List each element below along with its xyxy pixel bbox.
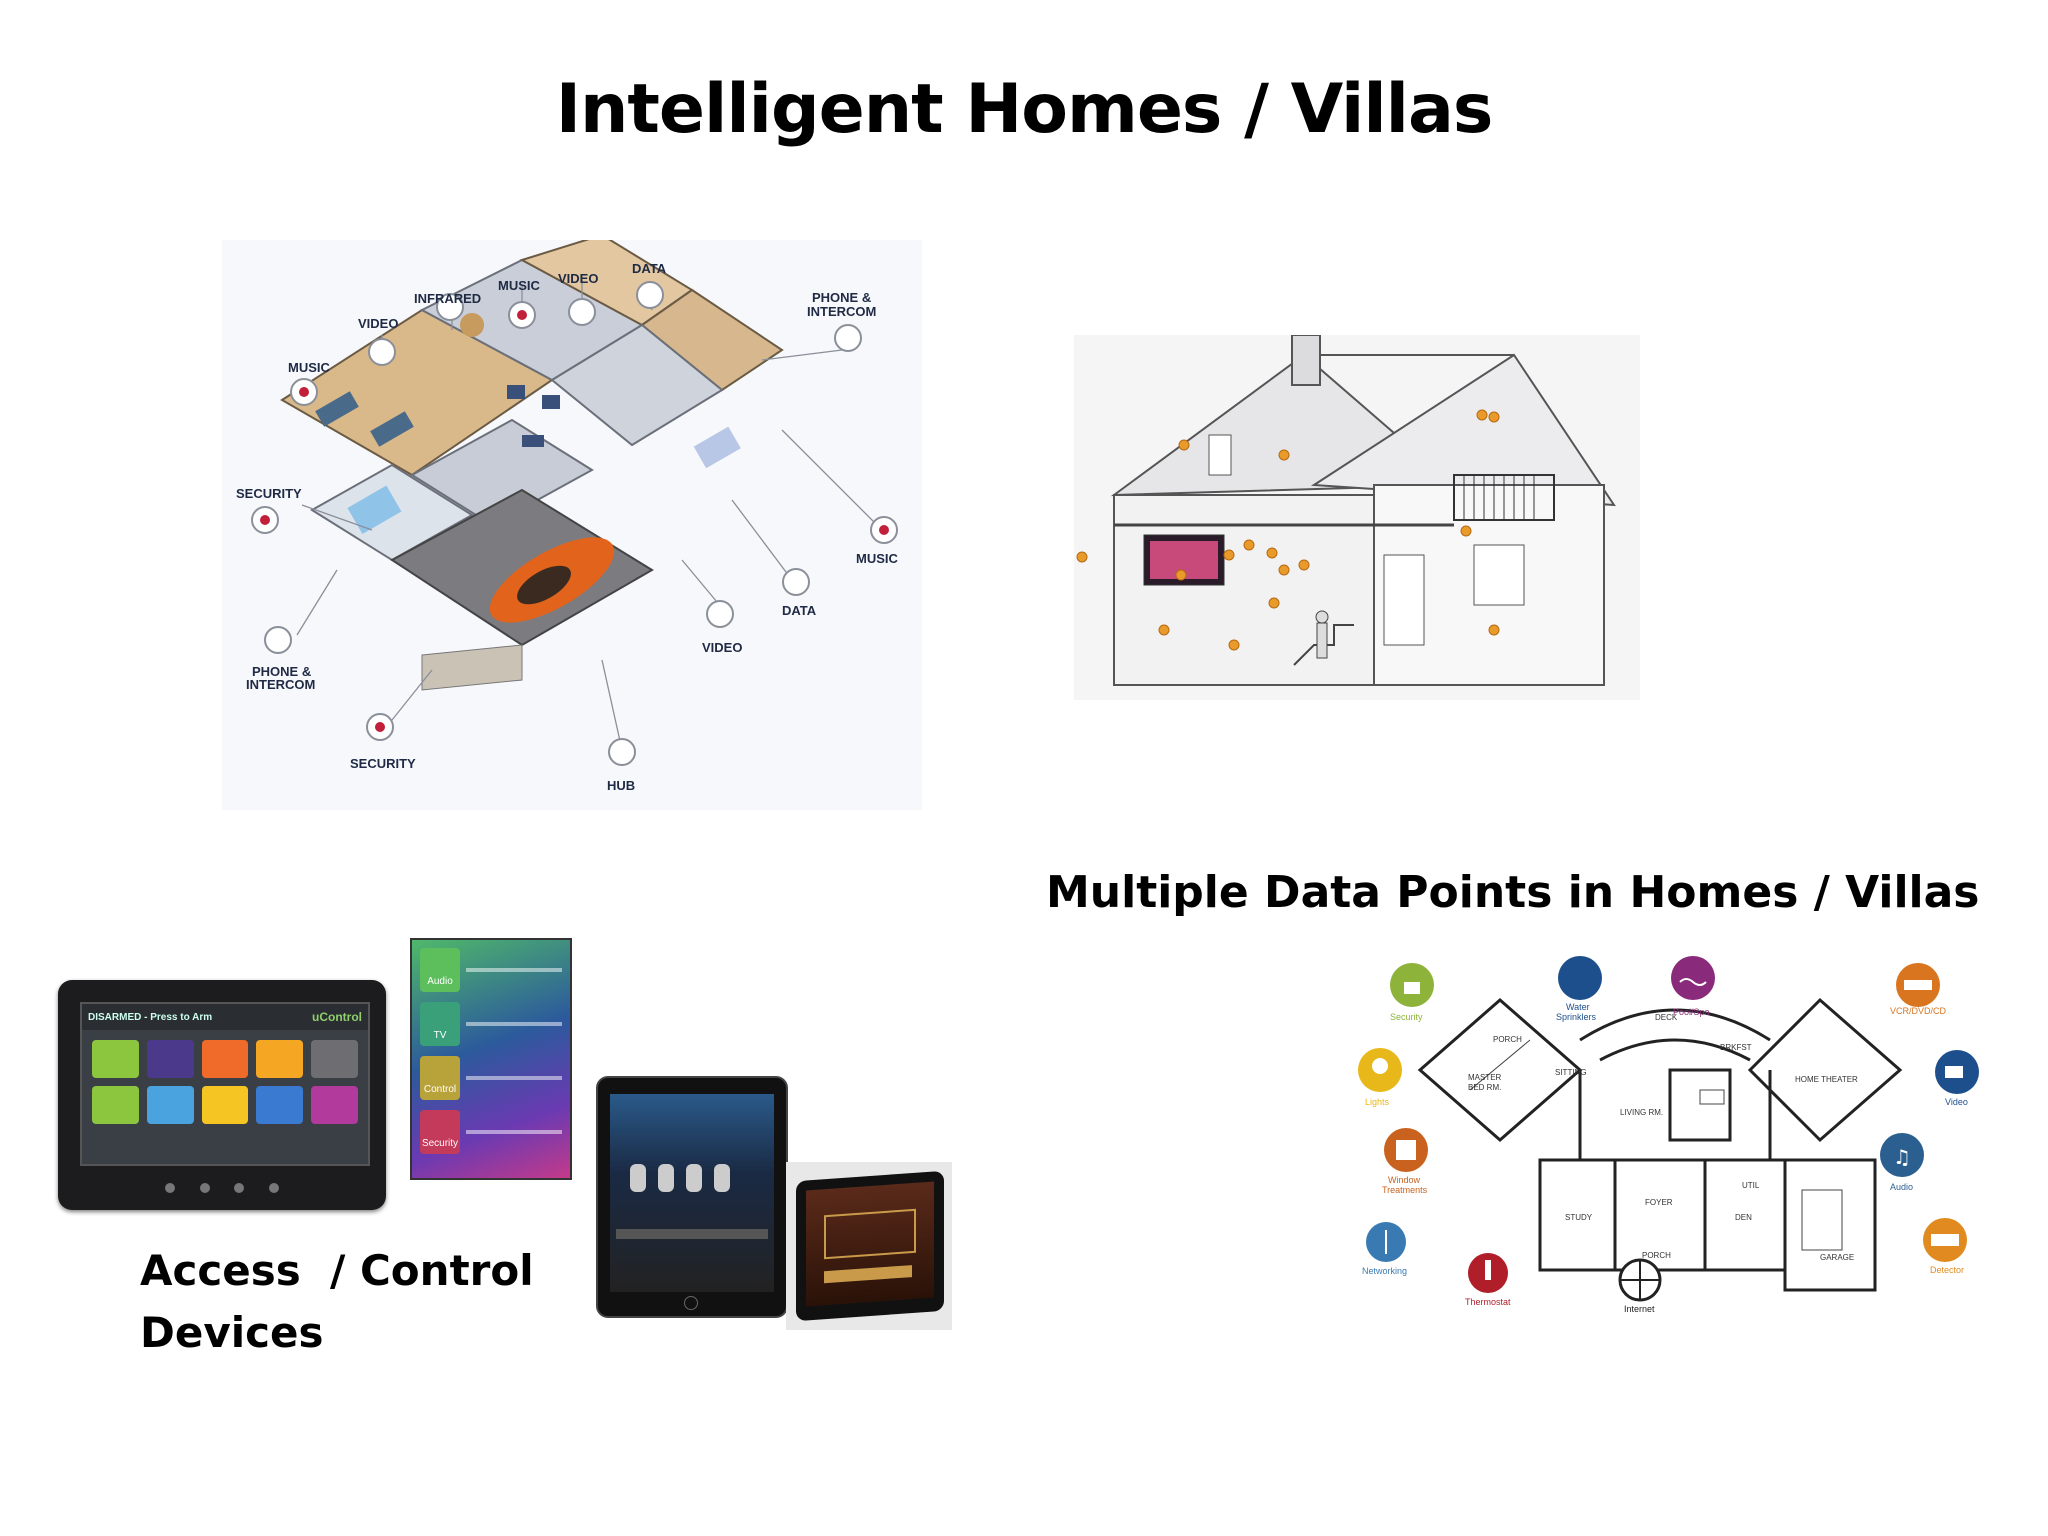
iso-label-phone-right-1: PHONE & [812,290,871,305]
iso-label-data-bottom: DATA [782,603,817,618]
pool-spa-icon: Pool/Spa [1671,956,1715,1017]
room-home-theater: HOME THEATER [1795,1075,1858,1084]
phone-menu-item[interactable]: Control [420,1056,562,1100]
svg-text:Pool/Spa: Pool/Spa [1673,1007,1710,1017]
cutaway-house-illustration [1074,335,1640,700]
water-sprinklers-icon: Water Sprinklers [1556,956,1602,1022]
svg-text:Water: Water [1566,1002,1590,1012]
svg-text:Sprinklers: Sprinklers [1556,1012,1597,1022]
svg-text:Treatments: Treatments [1382,1185,1428,1195]
iso-label-infrared: INFRARED [414,291,481,306]
phone-menu-label: TV [420,1002,460,1046]
touch-panel-device: DISARMED - Press to Arm uControl [58,980,386,1210]
slide-title: Intelligent Homes / Villas [555,70,1494,149]
lights-icon: Lights [1358,1048,1402,1107]
phone-menu-item[interactable]: TV [420,1002,562,1046]
video-camera-icon: Video [1935,1050,1979,1107]
iso-label-music-left: MUSIC [288,360,331,375]
touch-panel-brand: uControl [312,1010,362,1024]
iso-label-video-left: VIDEO [358,316,398,331]
tile-news-icon[interactable] [201,1086,249,1124]
phone-menu-label: Audio [420,948,460,992]
room-study: STUDY [1565,1213,1593,1222]
caption-devices: Access / Control Devices [140,1240,534,1364]
panel-button-icon[interactable] [165,1183,176,1193]
tile-weather-icon[interactable] [146,1086,194,1124]
iso-label-video-bottom: VIDEO [702,640,742,655]
networking-icon: Networking [1362,1222,1407,1276]
touch-panel-status[interactable]: DISARMED - Press to Arm [88,1011,213,1023]
phone-menu-label: Control [420,1056,460,1100]
iso-label-music-right: MUSIC [856,551,899,566]
panel-button-icon[interactable] [234,1183,245,1193]
security-icon: Security [1390,963,1434,1022]
caption-devices-line1: Access / Control [140,1246,534,1295]
phone-menu-screen: Audio TV Control Security [410,938,572,1180]
svg-text:Window: Window [1388,1175,1421,1185]
room-util: UTIL [1742,1181,1760,1190]
floorplan-with-icons: PORCH DECK MASTER BED RM. SITTING BRKFST… [1350,950,1990,1320]
panel-button-icon[interactable] [199,1183,210,1193]
isometric-house-illustration: MUSIC VIDEO INFRARED MUSIC VIDEO DATA PH… [222,240,922,810]
tile-gear-icon[interactable] [311,1040,358,1078]
svg-text:Detector: Detector [1930,1265,1964,1275]
room-den: DEN [1735,1213,1752,1222]
phone-menu-item[interactable]: Security [420,1110,562,1154]
svg-text:Security: Security [1390,1012,1423,1022]
caption-devices-line2: Devices [140,1308,324,1357]
tablet-device [596,1076,788,1318]
svg-text:Internet: Internet [1624,1304,1655,1314]
room-deck: DECK [1655,1013,1678,1022]
audio-music-icon: ♫ Audio [1880,1133,1924,1192]
tile-photo-icon[interactable] [311,1086,358,1124]
iso-label-hub: HUB [607,778,635,793]
caption-data-points: Multiple Data Points in Homes / Villas [1046,867,1980,918]
svg-text:♫: ♫ [1893,1145,1911,1169]
thermostat-icon: Thermostat [1465,1253,1511,1307]
room-living: LIVING RM. [1620,1108,1663,1117]
iso-label-data-top: DATA [632,261,667,276]
iso-label-video-top: VIDEO [558,271,598,286]
room-master: MASTER [1468,1073,1502,1082]
iso-label-security-bottom: SECURITY [350,756,416,771]
svg-text:Lights: Lights [1365,1097,1390,1107]
svg-text:VCR/DVD/CD: VCR/DVD/CD [1890,1006,1947,1016]
vcr-dvd-icon: VCR/DVD/CD [1890,963,1947,1016]
room-sitting: SITTING [1555,1068,1587,1077]
tile-home-icon[interactable] [92,1040,139,1078]
room-master-2: BED RM. [1468,1083,1501,1092]
iso-label-phone-left-2: INTERCOM [246,677,315,692]
tile-car-icon[interactable] [256,1086,304,1124]
svg-text:Audio: Audio [1890,1182,1913,1192]
panel-button-icon[interactable] [268,1183,279,1193]
tablet-device-small [786,1162,952,1330]
room-porch-bottom: PORCH [1642,1251,1671,1260]
svg-text:Networking: Networking [1362,1266,1407,1276]
window-treatments-icon: Window Treatments [1382,1128,1428,1195]
phone-menu-item[interactable]: Audio [420,948,562,992]
phone-menu-label: Security [420,1110,460,1154]
iso-label-music-top: MUSIC [498,278,541,293]
svg-text:Video: Video [1945,1097,1968,1107]
room-porch-top: PORCH [1493,1035,1522,1044]
tile-shield-icon[interactable] [256,1040,304,1078]
tile-house-icon[interactable] [201,1040,249,1078]
home-button-icon[interactable] [684,1296,698,1310]
iso-label-phone-right-2: INTERCOM [807,304,876,319]
iso-label-phone-left-1: PHONE & [252,664,311,679]
tile-calendar-icon[interactable] [92,1086,139,1124]
internet-web-icon: Internet [1618,1258,1662,1314]
detector-icon: Detector [1923,1218,1967,1275]
tile-camera-icon[interactable] [146,1040,194,1078]
room-breakfast: BRKFST [1720,1043,1752,1052]
room-garage: GARAGE [1820,1253,1854,1262]
room-foyer: FOYER [1645,1198,1673,1207]
iso-label-security-left: SECURITY [236,486,302,501]
svg-text:Thermostat: Thermostat [1465,1297,1511,1307]
